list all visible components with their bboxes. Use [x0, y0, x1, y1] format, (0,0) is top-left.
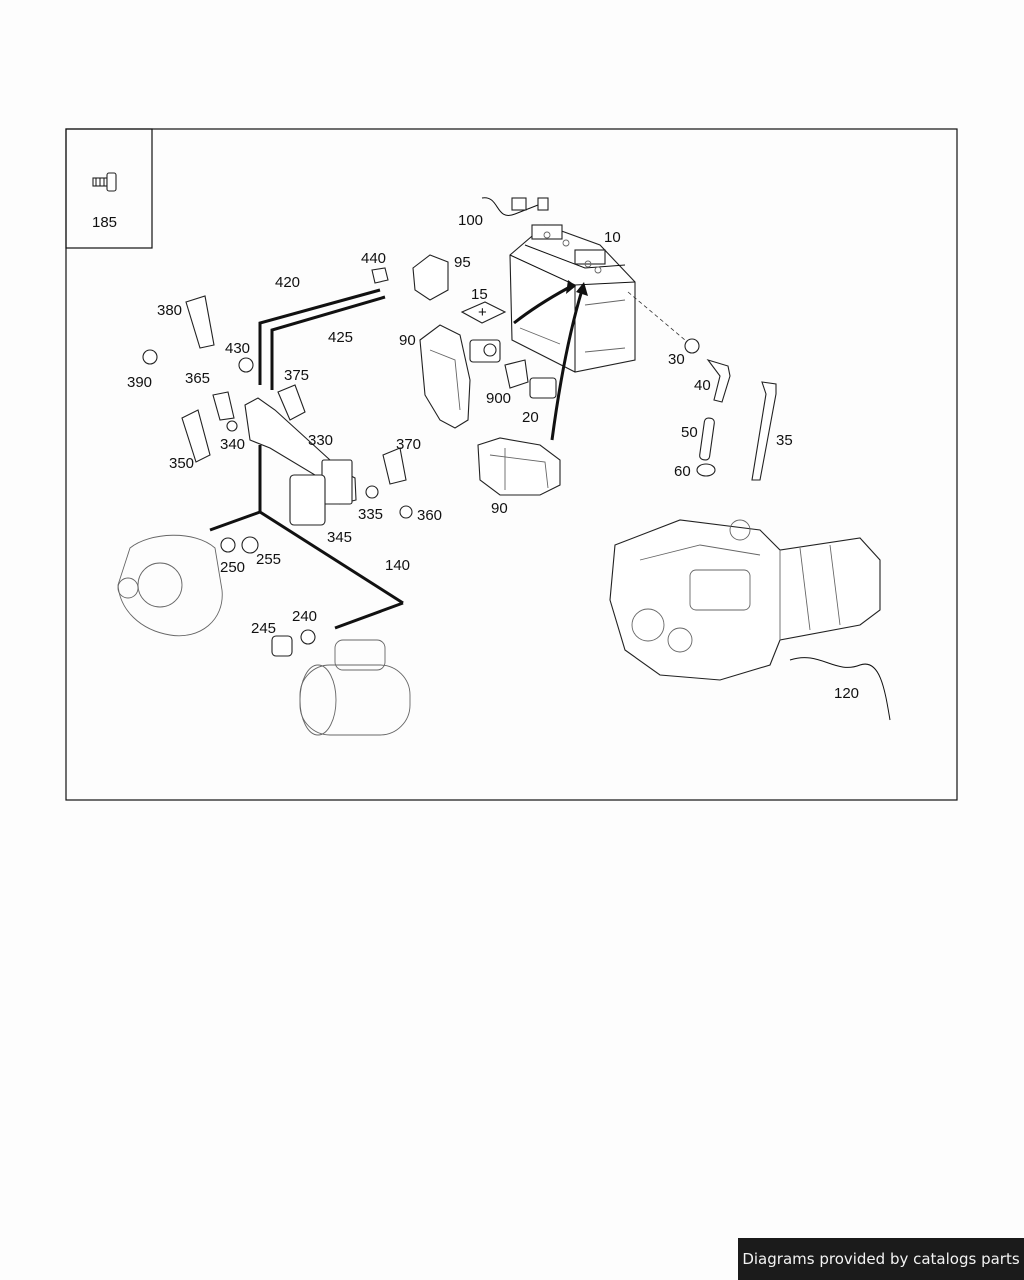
callout-420: 420: [275, 274, 300, 291]
label-plate-15: [460, 301, 507, 324]
leader-425: [270, 295, 386, 390]
bolt-icon: [92, 172, 117, 192]
callout-360: 360: [417, 507, 442, 524]
nut-430: [238, 357, 254, 373]
callout-335: 335: [358, 506, 383, 523]
callout-30: 30: [668, 351, 685, 368]
callout-40: 40: [694, 377, 711, 394]
callout-10: 10: [604, 229, 621, 246]
engine-transmission: [609, 519, 881, 681]
part-20: [529, 377, 557, 399]
callout-340: 340: [220, 436, 245, 453]
nut-250: [220, 537, 236, 553]
cable-connector: [511, 197, 527, 211]
starter-outline: [299, 639, 411, 736]
callout-95: 95: [454, 254, 471, 271]
callout-35: 35: [776, 432, 793, 449]
callout-15: 15: [471, 286, 488, 303]
battery-vent-line: [627, 291, 686, 341]
callout-350: 350: [169, 455, 194, 472]
callout-390: 390: [127, 374, 152, 391]
callout-440: 440: [361, 250, 386, 267]
cover-345: [289, 474, 326, 526]
bracket-370: [382, 447, 407, 485]
alternator-outline: [117, 534, 223, 637]
vent-hose-35: [751, 381, 777, 481]
grommet-60: [696, 463, 716, 477]
cap-255: [241, 536, 259, 554]
callout-90-lower: 90: [491, 500, 508, 517]
leader-140-right: [259, 510, 404, 605]
callout-255: 255: [256, 551, 281, 568]
clip-440: [371, 267, 389, 284]
callout-120: 120: [834, 685, 859, 702]
callout-240: 240: [292, 608, 317, 625]
nut-390: [142, 349, 158, 365]
ground-cable-120: [789, 657, 891, 721]
leader-140-left: [209, 510, 261, 532]
bracket-330: [244, 397, 357, 505]
leader-420: [258, 288, 381, 385]
callout-90-upper: 90: [399, 332, 416, 349]
callout-100: 100: [458, 212, 483, 229]
arrow-lower: [550, 289, 584, 441]
leader-140-lower: [334, 601, 404, 630]
callout-185: 185: [92, 214, 117, 231]
callout-250: 250: [220, 559, 245, 576]
callout-345: 345: [327, 529, 352, 546]
clip-360: [399, 505, 413, 519]
battery-cable-100: [481, 197, 539, 216]
arrowhead-lower: [576, 282, 588, 296]
holder-365: [212, 391, 235, 421]
callout-430: 430: [225, 340, 250, 357]
callout-140: 140: [385, 557, 410, 574]
credit-text: Diagrams provided by catalogs parts: [742, 1250, 1020, 1268]
callout-375: 375: [284, 367, 309, 384]
nut-240: [300, 629, 316, 645]
callout-245: 245: [251, 620, 276, 637]
fuse-box-90-lower: [477, 437, 561, 496]
diagram-frame: [65, 128, 958, 801]
holder-380: [185, 295, 215, 349]
elbow-40: [706, 358, 731, 403]
cap-245: [271, 635, 293, 657]
callout-20: 20: [522, 409, 539, 426]
callout-425: 425: [328, 329, 353, 346]
arrowhead-upper: [566, 280, 576, 294]
bracket-375: [277, 384, 306, 421]
battery-drawing: [509, 224, 636, 373]
inset-box: [65, 128, 153, 249]
arrow-upper: [513, 286, 569, 325]
credit-badge: Diagrams provided by catalogs parts: [738, 1238, 1024, 1280]
callout-60: 60: [674, 463, 691, 480]
fuse-box-90-upper: [419, 324, 501, 429]
callout-50: 50: [681, 424, 698, 441]
plug-30: [684, 338, 700, 354]
hose-50: [699, 417, 715, 461]
callout-380: 380: [157, 302, 182, 319]
cable-clamp: [537, 197, 549, 211]
callout-365: 365: [185, 370, 210, 387]
callout-900: 900: [486, 390, 511, 407]
bracket-350: [181, 409, 211, 463]
bolt-335: [365, 485, 379, 499]
plus-sign: +: [478, 304, 487, 321]
terminal-cover-95: [412, 254, 449, 301]
relay-900: [504, 359, 529, 389]
callout-330: 330: [308, 432, 333, 449]
nut-340: [226, 420, 238, 432]
callout-370: 370: [396, 436, 421, 453]
